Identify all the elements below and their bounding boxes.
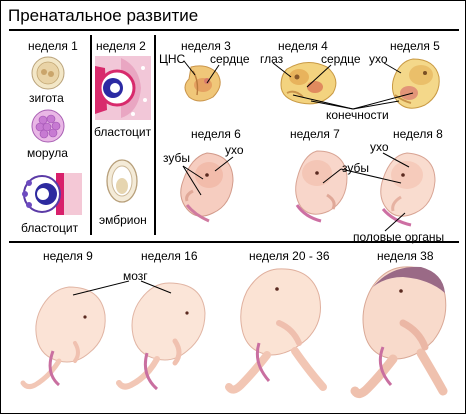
blastocyst-week1-label: бластоцит [21, 221, 79, 235]
teeth-week6-label: зубы [163, 151, 190, 165]
embryo-early-illustration [106, 159, 138, 203]
genitals-label: половые органы [353, 230, 445, 244]
week-16-label: неделя 16 [141, 249, 198, 263]
morula-illustration [31, 109, 65, 143]
top-divider [9, 29, 459, 31]
ear-week8-label: ухо [370, 140, 389, 154]
brain-label: мозг [123, 269, 148, 283]
morula-label: морула [27, 146, 68, 160]
eye-label: глаз [260, 52, 284, 66]
embryo-week5-illustration [391, 58, 440, 109]
fetus-week20-36-illustration [225, 268, 327, 394]
diagram-title: Пренатальное развитие [8, 6, 199, 25]
fetus-week9-illustration [20, 286, 106, 390]
blastocyst-week1-illustration [22, 173, 82, 215]
week-6-label: неделя 6 [191, 127, 241, 141]
zygote-illustration [31, 56, 65, 90]
week-3-label: неделя 3 [181, 39, 231, 53]
embryo-label: эмбрион [99, 213, 147, 227]
week-4-label: неделя 4 [278, 39, 328, 53]
heart-week3-label: сердце [210, 52, 250, 66]
embryo-week7-illustration [295, 150, 348, 223]
week-20-36-label: неделя 20 - 36 [249, 249, 330, 263]
ear-week5-label: ухо [369, 52, 388, 66]
week-2-label: неделя 2 [96, 39, 146, 53]
week-38-label: неделя 38 [377, 249, 434, 263]
blastocyst-week2-label: бластоцит [94, 125, 152, 139]
embryo-week6-illustration [180, 152, 234, 223]
week-9-label: неделя 9 [43, 249, 93, 263]
fetus-week38-illustration [350, 266, 448, 399]
week-5-label: неделя 5 [390, 39, 440, 53]
limbs-label: конечности [326, 108, 389, 122]
cns-label: ЦНС [159, 52, 186, 66]
blastocyst-week2-illustration [95, 56, 151, 120]
zygote-label: зигота [29, 91, 64, 105]
week-1-label: неделя 1 [28, 39, 78, 53]
week-8-label: неделя 8 [393, 127, 443, 141]
embryo-week8-illustration [380, 152, 436, 227]
middle-divider [9, 241, 459, 243]
week1-week2-divider [90, 35, 92, 235]
ear-week6-label: ухо [225, 143, 244, 157]
week2-right-divider [154, 35, 156, 235]
heart-week4-label: сердце [321, 52, 361, 66]
week-7-label: неделя 7 [290, 127, 340, 141]
fetus-week16-illustration [116, 282, 206, 391]
